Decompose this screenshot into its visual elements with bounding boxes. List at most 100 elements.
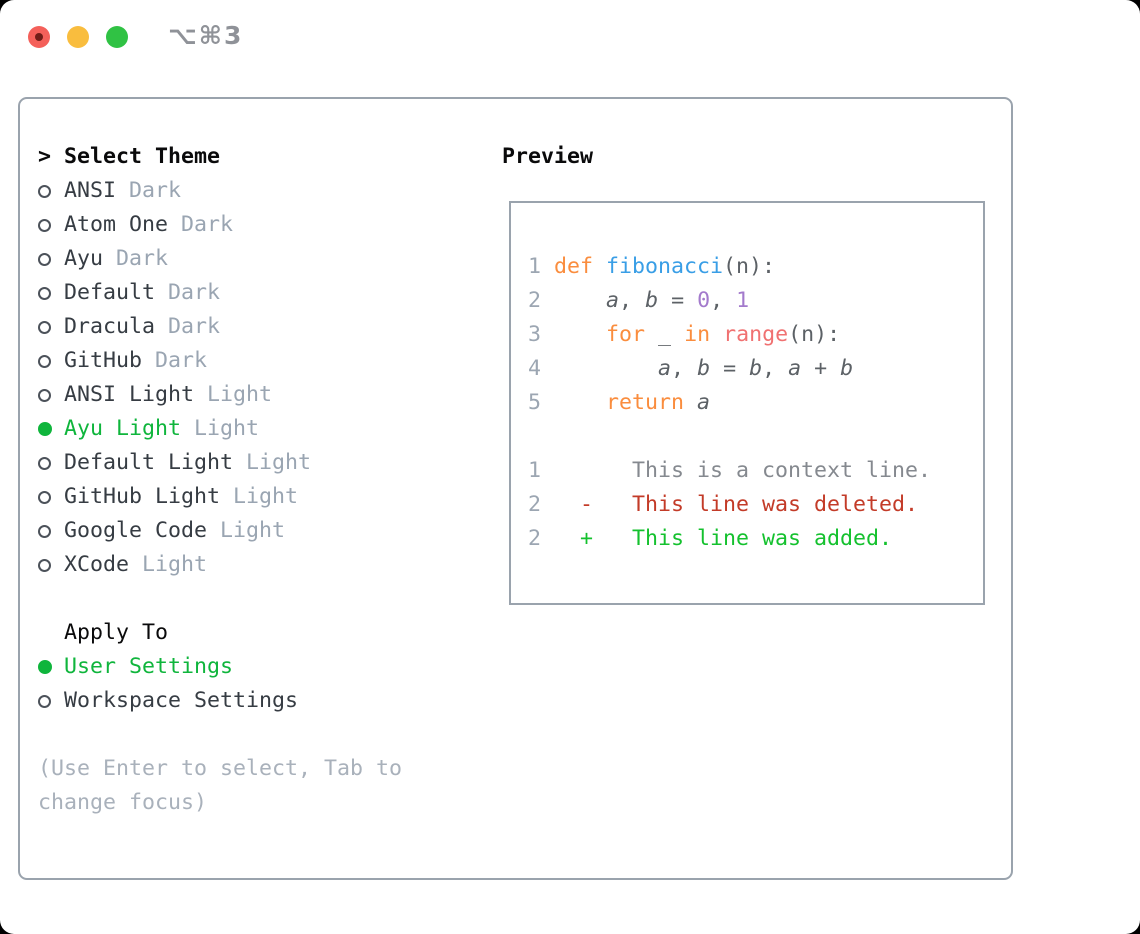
spacer: [38, 718, 402, 752]
apply-option-user-settings[interactable]: User Settings: [38, 650, 402, 684]
close-button[interactable]: [28, 26, 50, 48]
option-label: Ayu: [64, 246, 104, 271]
code-token-d: +: [801, 356, 841, 381]
radio-icon: [38, 548, 64, 582]
code-line: [528, 420, 983, 454]
code-token-v: a: [697, 390, 711, 415]
theme-variant-tag: Dark: [168, 314, 221, 339]
theme-option-github[interactable]: GitHub Dark: [38, 344, 402, 378]
theme-variant-tag: Light: [233, 484, 299, 509]
radio-icon: [38, 276, 64, 310]
option-label: Default: [64, 280, 156, 305]
code-token-g: 2: [528, 492, 555, 517]
option-label: Workspace Settings: [64, 688, 299, 713]
option-label: XCode: [64, 552, 130, 577]
theme-option-google-code[interactable]: Google Code Light: [38, 514, 402, 548]
window-title: ⌥⌘3: [168, 21, 244, 50]
code-line: 1 This is a context line.: [528, 454, 983, 488]
code-token-sp: range: [723, 322, 789, 347]
code-token-g: 3: [528, 322, 555, 347]
apply-to-header: Apply To: [38, 616, 402, 650]
code-token-d: [554, 356, 658, 381]
code-token-kw: def: [554, 254, 607, 279]
code-token-v: a: [788, 356, 802, 381]
radio-icon: [38, 514, 64, 548]
option-label: Google Code: [64, 518, 208, 543]
code-token-add: + This line was added.: [554, 526, 893, 551]
code-token-d: (n):: [723, 254, 776, 279]
radio-icon: [38, 310, 64, 344]
minimize-button[interactable]: [67, 26, 89, 48]
prompt-cursor: >: [38, 144, 52, 169]
code-token-d: ,: [671, 356, 698, 381]
zoom-button[interactable]: [106, 26, 128, 48]
code-token-d: =: [710, 356, 750, 381]
apply-to-title: Apply To: [64, 620, 169, 645]
code-line: 5 return a: [528, 386, 983, 420]
theme-variant-tag: Light: [246, 450, 312, 475]
code-token-d: [554, 390, 606, 415]
option-label: User Settings: [64, 654, 234, 679]
code-token-num: 1: [736, 288, 750, 313]
select-theme-title: Select Theme: [64, 144, 221, 169]
theme-variant-tag: Dark: [181, 212, 234, 237]
hollow-circle-icon: [38, 253, 51, 266]
code-token-v: a: [606, 288, 620, 313]
theme-option-xcode[interactable]: XCode Light: [38, 548, 402, 582]
code-token-g: 2: [528, 288, 555, 313]
code-token-g: 2: [528, 526, 555, 551]
code-line: 4 a, b = b, a + b: [528, 352, 983, 386]
radio-icon: [38, 174, 64, 208]
option-label: ANSI Light: [64, 382, 195, 407]
radio-icon: [38, 480, 64, 514]
hint-line-2: change focus): [38, 790, 208, 815]
code-token-d: (n):: [788, 322, 841, 347]
hollow-circle-icon: [38, 287, 51, 300]
code-token-v: b: [749, 356, 763, 381]
theme-variant-tag: Dark: [155, 348, 208, 373]
code-token-d: =: [658, 288, 698, 313]
radio-selected-icon: [38, 650, 64, 684]
theme-variant-tag: Dark: [168, 280, 221, 305]
code-token-d: [554, 322, 606, 347]
theme-option-dracula[interactable]: Dracula Dark: [38, 310, 402, 344]
theme-variant-tag: Light: [142, 552, 208, 577]
theme-variant-tag: Light: [220, 518, 286, 543]
option-label: Dracula: [64, 314, 156, 339]
option-label: ANSI: [64, 178, 117, 203]
code-token-d: ,: [619, 288, 646, 313]
code-token-d: [554, 288, 606, 313]
code-token-d: ,: [710, 288, 737, 313]
filled-circle-icon: [38, 422, 52, 436]
theme-option-default[interactable]: Default Dark: [38, 276, 402, 310]
apply-option-workspace-settings[interactable]: Workspace Settings: [38, 684, 402, 718]
code-token-ctx: This is a context line.: [554, 458, 932, 483]
window-controls: [28, 26, 128, 48]
code-token-d: ,: [762, 356, 789, 381]
select-theme-header: > Select Theme: [38, 140, 402, 174]
code-line: 2 - This line was deleted.: [528, 488, 983, 522]
code-token-fn: fibonacci: [606, 254, 724, 279]
code-token-kw: in: [684, 322, 724, 347]
option-label: GitHub: [64, 348, 143, 373]
theme-variant-tag: Light: [194, 416, 260, 441]
code-token-v: b: [697, 356, 711, 381]
code-token-v: b: [840, 356, 854, 381]
radio-icon: [38, 344, 64, 378]
option-label: Atom One: [64, 212, 169, 237]
hollow-circle-icon: [38, 695, 51, 708]
radio-selected-icon: [38, 412, 64, 446]
theme-option-atom-one[interactable]: Atom One Dark: [38, 208, 402, 242]
